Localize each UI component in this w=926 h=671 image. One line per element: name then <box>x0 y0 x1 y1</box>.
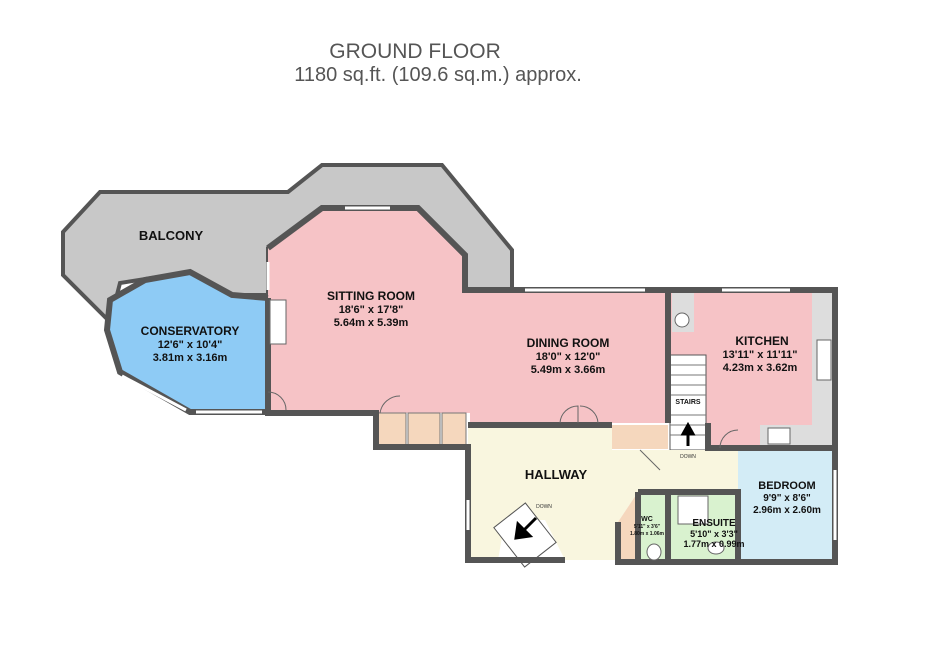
kitchen-area <box>668 290 835 448</box>
windows <box>121 206 837 540</box>
kitchen-imperial: 13'11" x 11'11" <box>722 349 797 361</box>
hall-stairs-arrow-icon <box>514 516 538 540</box>
basin-icon <box>707 541 725 555</box>
toilet-icon <box>646 543 662 561</box>
hall-down-label: DOWN <box>536 504 552 510</box>
bedroom-metric: 2.96m x 2.60m <box>753 505 821 516</box>
store-cupboard-1 <box>377 412 407 447</box>
hob-icon <box>767 427 791 445</box>
dining-imperial: 18'0" x 12'0" <box>536 351 601 363</box>
bedroom-area <box>738 450 836 562</box>
balcony-label: BALCONY <box>139 228 204 243</box>
conservatory-metric: 3.81m x 3.16m <box>153 352 228 364</box>
shower-tray <box>677 495 709 525</box>
sink-icon <box>816 339 832 381</box>
bedroom-imperial: 9'9" x 8'6" <box>763 493 811 504</box>
bedroom-label: BEDROOM <box>758 480 815 492</box>
wc-imperial: 5'11" x 3'6" <box>634 524 661 530</box>
sitting-metric: 5.64m x 5.39m <box>334 317 409 329</box>
dining-metric: 5.49m x 3.66m <box>531 364 606 376</box>
conservatory-area <box>107 272 268 412</box>
conservatory-imperial: 12'6" x 10'4" <box>158 339 223 351</box>
ensuite-label: ENSUITE <box>692 518 736 529</box>
inner-wall-kitchen <box>665 290 835 451</box>
inner-wall-bath <box>635 489 741 562</box>
kitchen-label: KITCHEN <box>735 334 788 348</box>
wc-label: WC <box>641 516 653 523</box>
store-cupboard-3 <box>441 412 467 447</box>
hallway-label: HALLWAY <box>525 467 588 482</box>
dining-label: DINING ROOM <box>527 336 610 350</box>
ensuite-metric: 1.77m x 0.99m <box>683 539 744 549</box>
floor-area: 1180 sq.ft. (109.6 sq.m.) approx. <box>294 64 582 86</box>
store-cupboard-4 <box>612 425 668 449</box>
stairs-down-label: DOWN <box>680 454 696 460</box>
ensuite-imperial: 5'10" x 3'3" <box>690 529 738 539</box>
washer-icon <box>674 312 690 328</box>
stairs-arrow-icon <box>680 421 696 446</box>
sitting-dining-area <box>268 208 668 423</box>
sitting-imperial: 18'6" x 17'8" <box>339 304 404 316</box>
door-swings <box>267 391 739 471</box>
wc-store <box>618 492 638 562</box>
wc-metric: 1.80m x 1.06m <box>630 531 664 537</box>
store-cupboard-2 <box>407 412 441 447</box>
conservatory-label: CONSERVATORY <box>141 324 240 338</box>
hallway-area <box>468 425 738 560</box>
stairs-label: STAIRS <box>675 399 700 406</box>
sitting-label: SITTING ROOM <box>327 289 415 303</box>
floor-title: GROUND FLOOR <box>329 40 501 63</box>
fireplace <box>269 299 287 345</box>
kitchen-metric: 4.23m x 3.62m <box>723 362 798 374</box>
